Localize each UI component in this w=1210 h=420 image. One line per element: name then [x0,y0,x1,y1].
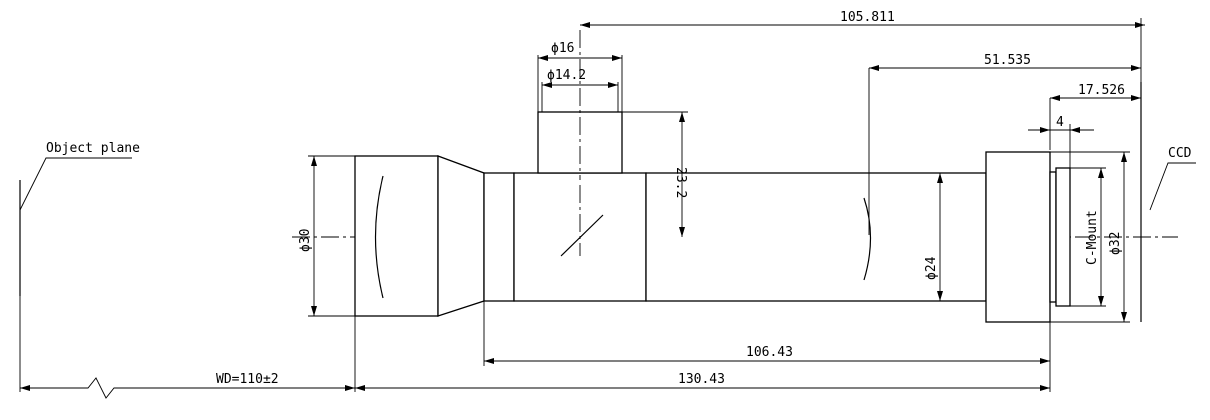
c-mount-step [1049,171,1057,303]
dim-overall-length: 130.43 [678,372,725,387]
front-housing [354,155,439,317]
dim-port-inner-dia: ϕ14.2 [547,68,586,83]
c-mount-label: C-Mount [1085,210,1100,265]
dim-wd-break-line [20,377,355,399]
main-barrel [645,172,987,302]
dim-barrel-length: 106.43 [746,345,793,360]
c-mount-thread [1055,167,1071,307]
object-plane-leader [19,157,132,211]
ccd-leader [1149,162,1196,211]
collar-ring [483,172,515,302]
rear-mount [985,151,1051,323]
dim-working-distance: WD=110±2 [216,372,279,387]
dim-total-to-ccd: 105.811 [840,10,895,25]
dim-flange-to-ccd: 17.526 [1078,83,1125,98]
dim-wd-arrow-left [20,385,30,391]
front-taper [437,155,485,317]
dim-rear-dia: ϕ32 [1108,232,1123,255]
front-lens-curve [374,175,384,299]
dim-flange-thickness: 4 [1056,115,1064,130]
ccd-label: CCD [1168,146,1192,161]
dim-port-outer-dia: ϕ16 [551,41,574,56]
object-plane-label: Object plane [46,141,140,156]
dim-front-dia: ϕ30 [298,229,313,252]
dim-wd-arrow-right [345,385,355,391]
barrel-lens-curve [863,197,872,281]
dim-lens-mid-to-ccd: 51.535 [984,53,1031,68]
dim-port-height: 23.2 [673,167,688,198]
dim-barrel-dia: ϕ24 [924,256,939,280]
beamsplitter-mirror [560,214,604,257]
